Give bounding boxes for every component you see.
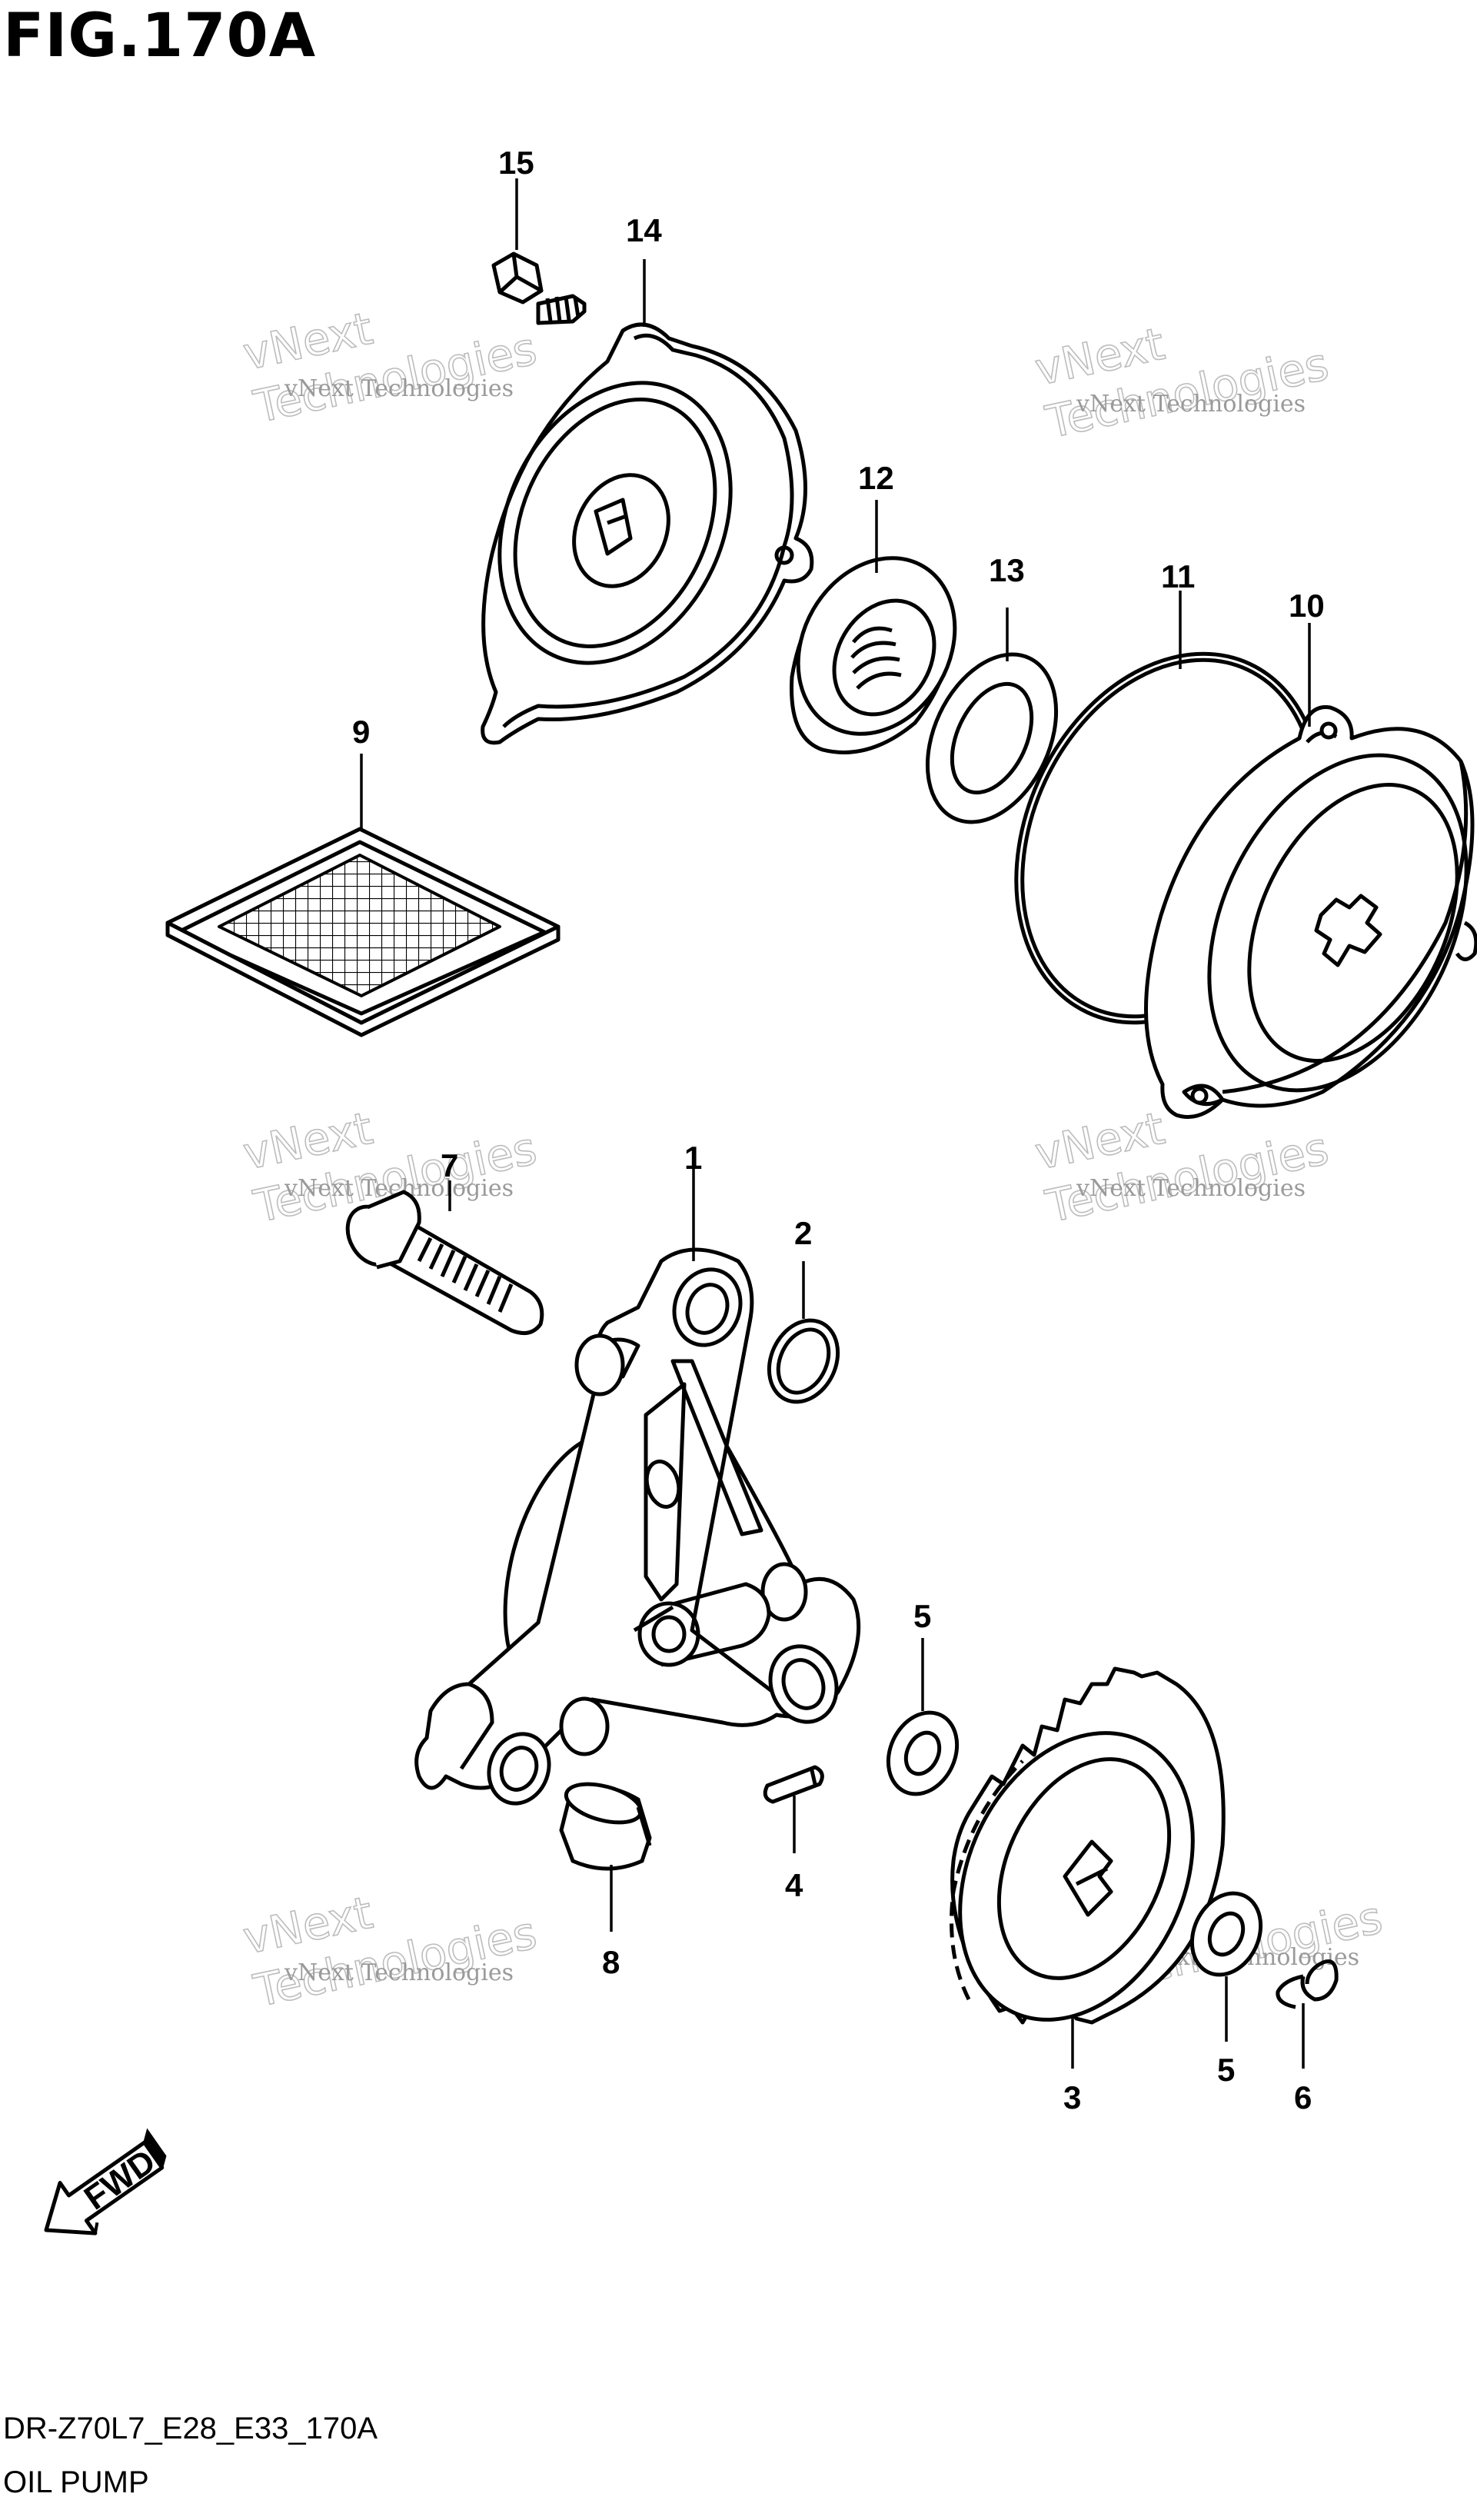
svg-text:vNext Technologies: vNext Technologies xyxy=(1076,391,1306,418)
watermark-top-left: vNext Technologies vNext Technologies xyxy=(238,301,542,434)
part-6-circlip xyxy=(1276,1959,1339,2009)
part-7-bolt xyxy=(345,1190,544,1336)
callout-15: 15 xyxy=(498,145,534,181)
part-14-pump-cover xyxy=(481,322,814,745)
watermark-top-right: vNext Technologies vNext Technologies xyxy=(1030,317,1334,449)
callout-7: 7 xyxy=(441,1147,458,1183)
figure-code: DR-Z70L7_E28_E33_170A xyxy=(3,2412,378,2445)
part-15-bolt xyxy=(491,251,587,325)
svg-text:vNext Technologies: vNext Technologies xyxy=(284,1959,514,1986)
callout-5-upper: 5 xyxy=(913,1598,931,1634)
callout-2: 2 xyxy=(794,1215,812,1251)
callout-1: 1 xyxy=(684,1140,702,1176)
figure-name: OIL PUMP xyxy=(3,2465,149,2499)
part-1-pump-assembly xyxy=(414,1247,861,1806)
part-12-seal xyxy=(790,556,957,754)
callout-10: 10 xyxy=(1289,588,1325,624)
callout-11: 11 xyxy=(1161,558,1195,594)
part-2-o-ring xyxy=(767,1318,840,1404)
callout-3: 3 xyxy=(1063,2079,1081,2116)
fwd-arrow-icon: FWD xyxy=(44,2128,167,2235)
part-5-washer-upper xyxy=(886,1710,960,1796)
svg-text:vNext Technologies: vNext Technologies xyxy=(284,375,514,402)
callout-9: 9 xyxy=(352,714,370,750)
callout-8: 8 xyxy=(602,1944,620,1980)
figure-title: FIG.170A xyxy=(3,2,317,71)
part-3-gear xyxy=(950,1666,1226,2025)
svg-text:vNext Technologies: vNext Technologies xyxy=(1076,1175,1306,1202)
callout-5-lower: 5 xyxy=(1217,2052,1235,2088)
part-10-housing xyxy=(1144,705,1477,1119)
part-9-strainer xyxy=(165,827,561,1037)
callout-labels: 15 14 12 13 11 10 9 7 1 2 5 4 8 3 5 6 xyxy=(352,145,1325,2116)
part-8-dowel xyxy=(559,1782,652,1871)
part-4-pin xyxy=(763,1765,824,1804)
callout-12: 12 xyxy=(858,460,894,496)
leader-lines xyxy=(360,178,1311,2069)
callout-13: 13 xyxy=(989,552,1025,588)
part-5-washer-lower xyxy=(1189,1891,1263,1977)
watermark-bottom-left: vNext Technologies vNext Technologies xyxy=(238,1886,542,2018)
callout-14: 14 xyxy=(626,212,662,248)
callout-4: 4 xyxy=(785,1867,803,1903)
callout-6: 6 xyxy=(1294,2079,1312,2116)
part-13-washer xyxy=(925,652,1059,824)
